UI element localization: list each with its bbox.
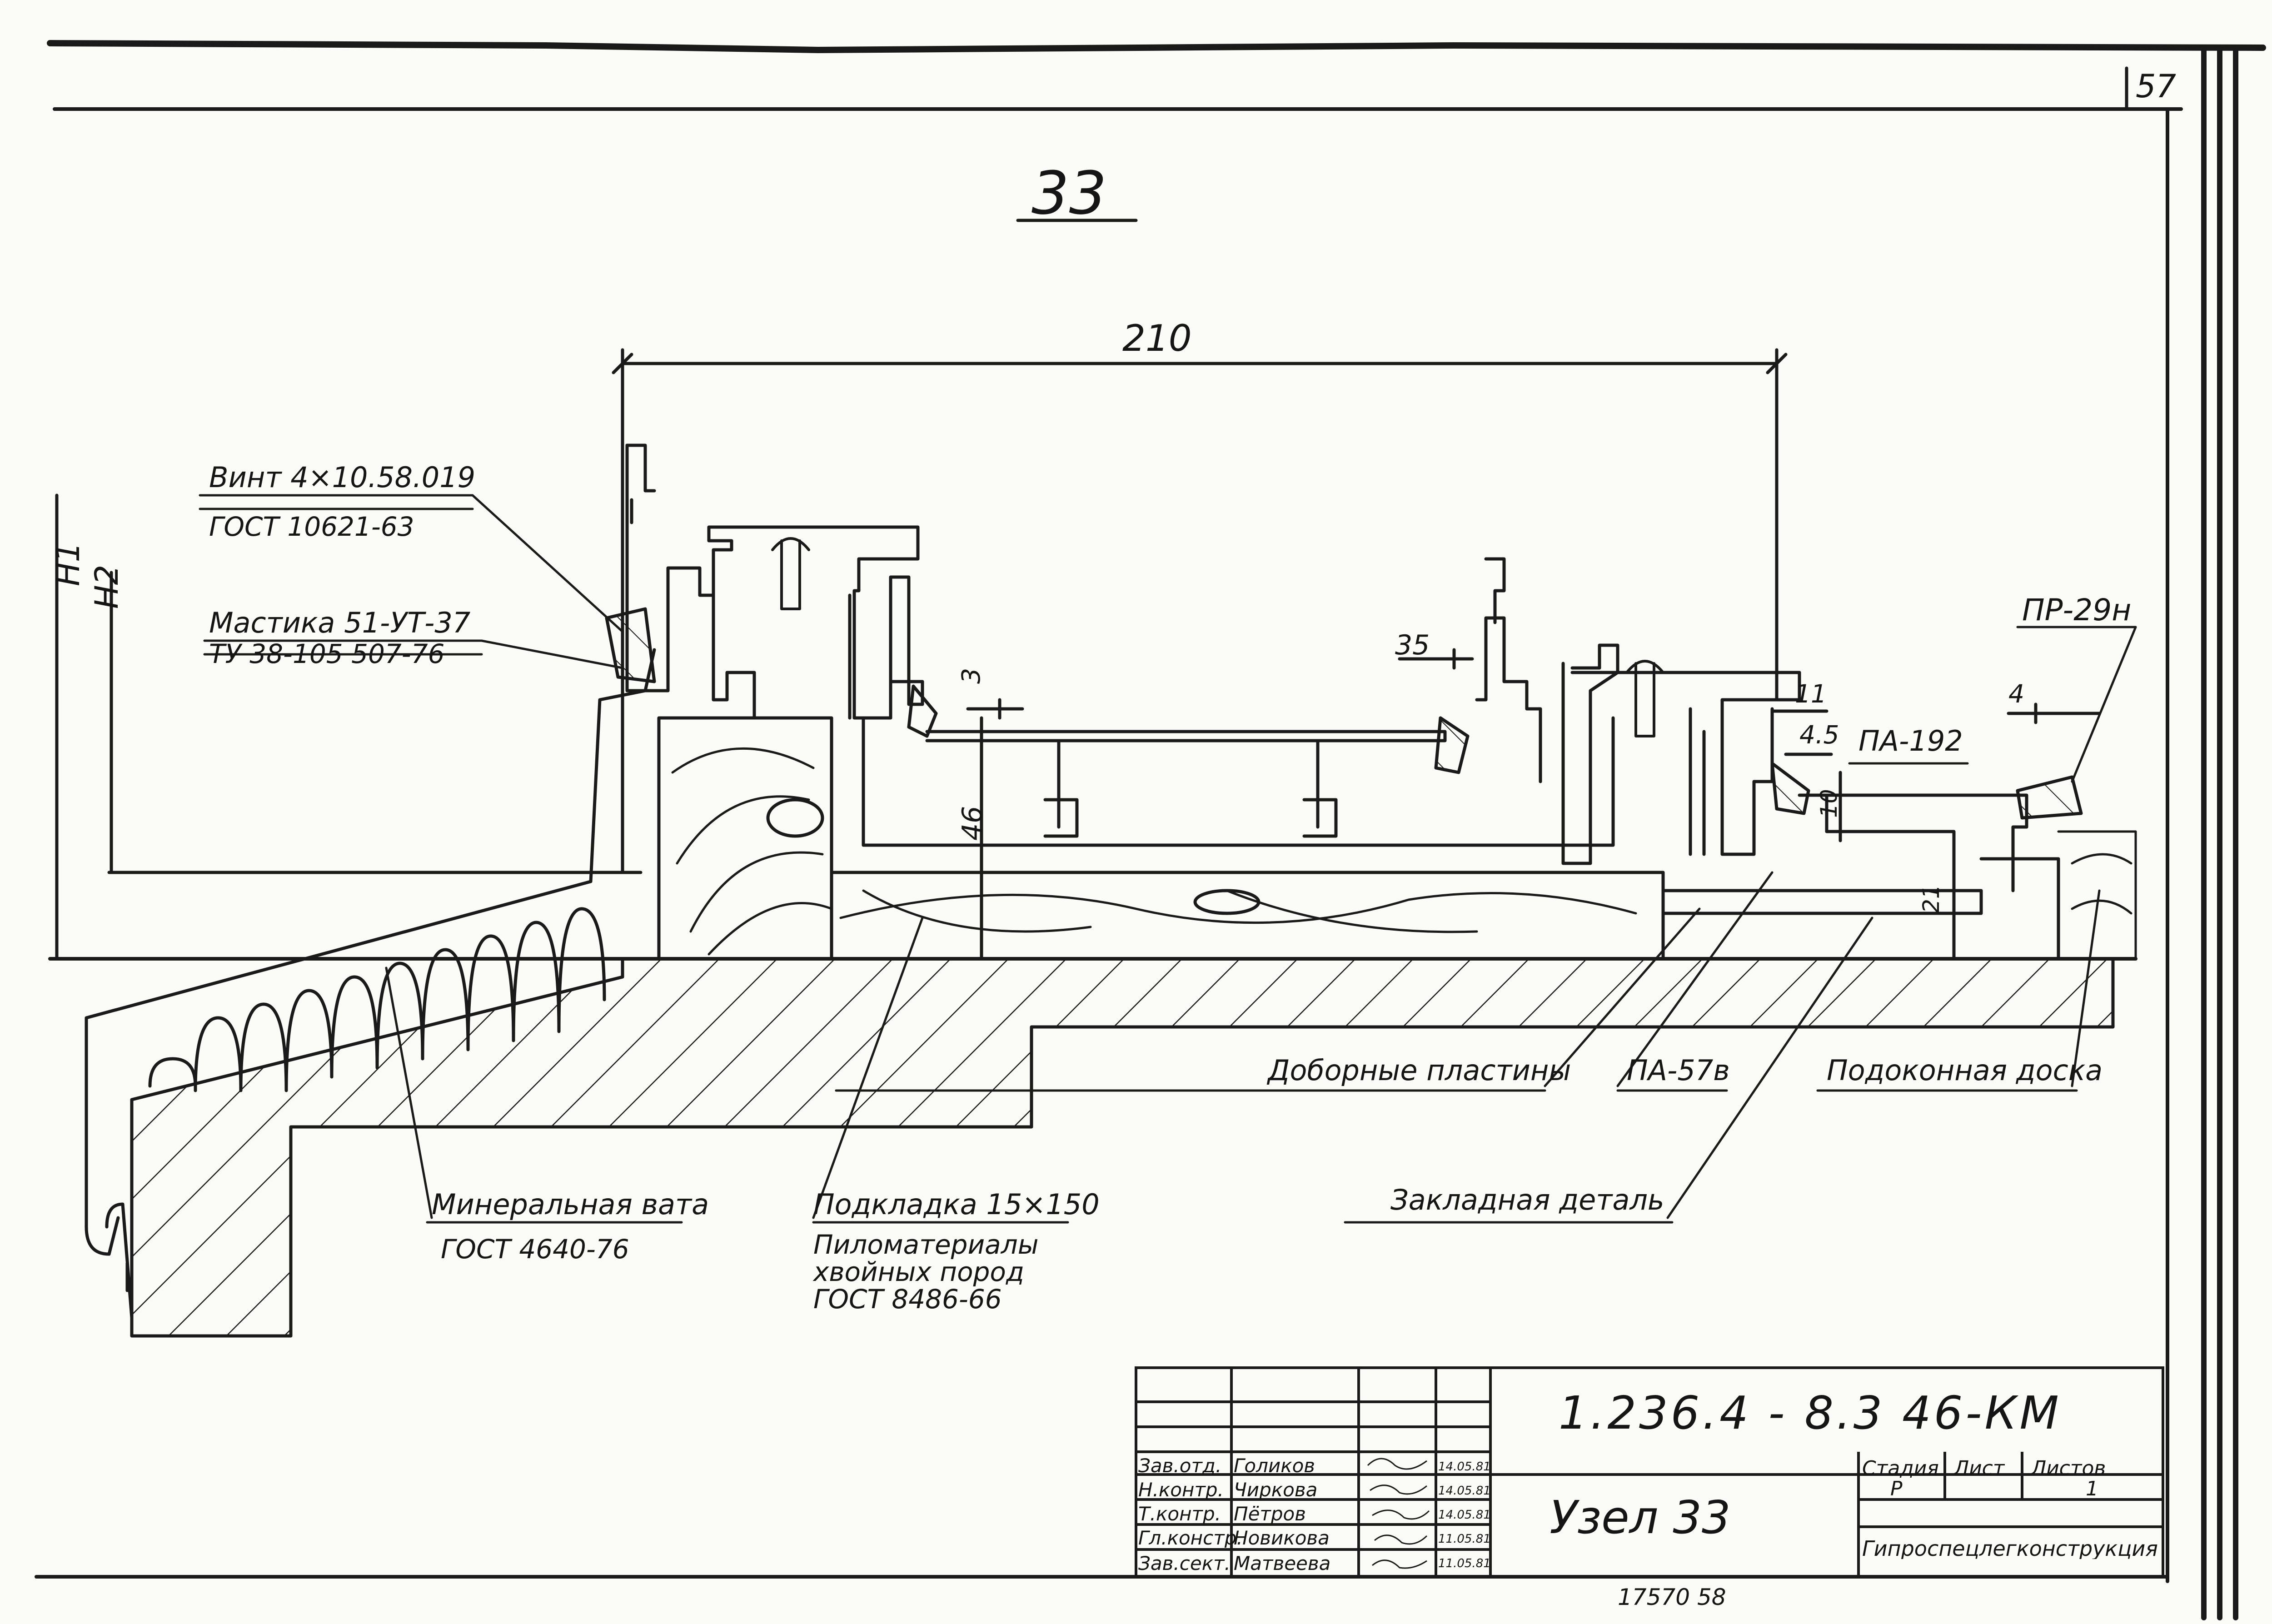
dim-11-label: 11 xyxy=(1795,679,1827,708)
callout-mastic: Мастика 51-УТ-37 xyxy=(209,606,471,639)
sheets-header: Листов xyxy=(2031,1459,2106,1479)
mastic-sill xyxy=(1770,762,1810,815)
top-scan-band xyxy=(47,40,2266,53)
wool-inner-flap xyxy=(105,1202,134,1320)
staff-date: 14.05.81 xyxy=(1438,1461,1491,1473)
callout-pr29: ПР-29н xyxy=(2022,593,2132,628)
right-sash-inner xyxy=(1689,707,1706,856)
wood-grain xyxy=(671,747,833,956)
staff-date: 14.05.81 xyxy=(1438,1485,1491,1497)
wood-pad xyxy=(830,871,1665,961)
dim-4 xyxy=(2007,702,2101,724)
page-number: 57 xyxy=(2136,68,2177,105)
detail-heading: 33 xyxy=(1031,159,1107,228)
callout-mineral-wool-std: ГОСТ 4640-76 xyxy=(441,1234,629,1265)
title-block xyxy=(1135,1366,2164,1578)
callout-screw: Винт 4×10.58.019 xyxy=(209,461,476,494)
staff-role: Т.контр. xyxy=(1138,1504,1221,1524)
callout-pa57: ПА-57в xyxy=(1627,1054,1730,1087)
callout-embedded-part: Закладная деталь xyxy=(1390,1183,1664,1216)
callout-mineral-wool: Минеральная вата xyxy=(432,1188,709,1221)
staff-date: 11.05.81 xyxy=(1438,1558,1491,1569)
leader-pr29 xyxy=(2016,626,2137,783)
dim-h2-label: H2 xyxy=(88,564,125,609)
callout-screw-std: ГОСТ 10621-63 xyxy=(209,511,414,542)
staff-role: Гл.констр. xyxy=(1138,1529,1243,1548)
sill-board-profile xyxy=(1798,793,2028,892)
staff-role: Зав.сект. xyxy=(1138,1554,1231,1573)
staff-date: 14.05.81 xyxy=(1438,1509,1491,1521)
label-underlines xyxy=(199,508,2078,1224)
staff-role: Н.контр. xyxy=(1138,1480,1224,1499)
leader-wool xyxy=(385,966,433,1219)
wood-block-left xyxy=(657,716,833,961)
sheet-header: Лист xyxy=(1954,1459,2005,1479)
staff-name: Пётров xyxy=(1234,1504,1306,1524)
left-frame-inner xyxy=(712,593,852,720)
dim-3-label: 3 xyxy=(957,668,986,684)
mastic-right xyxy=(1434,716,1470,774)
dim-210-ticks xyxy=(612,353,1788,374)
dim-35-label: 35 xyxy=(1395,629,1430,661)
organization: Гипроспецлегконструкция xyxy=(1862,1538,2158,1559)
staff-name: Чиркова xyxy=(1234,1480,1318,1499)
callout-pa192: ПА-192 xyxy=(1858,724,1963,757)
concrete-wall xyxy=(130,957,2115,1338)
staff-name: Голиков xyxy=(1234,1456,1315,1475)
dim-10-label: 10 xyxy=(1816,789,1842,818)
leader-sill xyxy=(2071,889,2101,1087)
dim-21-label: 21 xyxy=(1918,884,1944,913)
callout-pad: Подкладка 15×150 xyxy=(813,1188,1100,1221)
leader-extra-plates xyxy=(1544,907,1701,1087)
signature-marks xyxy=(1367,1458,1430,1569)
dim-35 xyxy=(1398,648,1474,670)
drawing-title: Узел 33 xyxy=(1550,1495,1731,1540)
callout-extra-plates: Доборные пластины xyxy=(1268,1054,1571,1087)
stage-value: Р xyxy=(1890,1479,1903,1499)
dim-46-label: 46 xyxy=(957,806,988,841)
sheets-value: 1 xyxy=(2086,1479,2098,1499)
wood-pad-knot xyxy=(1193,889,1261,915)
leader-embedded xyxy=(1666,917,1873,1219)
screw-left xyxy=(771,537,810,610)
left-frame-hook xyxy=(625,443,656,524)
leader-mastic xyxy=(203,639,624,669)
callout-pad-line2: хвойных пород xyxy=(813,1256,1024,1287)
staff-name: Новикова xyxy=(1234,1529,1330,1548)
mastic-end xyxy=(2016,775,2083,820)
sill-board-wood xyxy=(2057,830,2137,960)
frame-right-edge xyxy=(2201,47,2238,1620)
dim-3 xyxy=(966,698,1024,720)
callout-mastic-std: ТУ 38-105 507-76 xyxy=(209,638,445,669)
dim-4-5-label: 4.5 xyxy=(1799,720,1839,749)
leader-pad xyxy=(812,917,924,1219)
staff-date: 11.05.81 xyxy=(1438,1533,1491,1545)
wood-grain-knot xyxy=(766,798,824,838)
bottom-stamp: 17570 58 xyxy=(1618,1584,1726,1610)
staff-role: Зав.отд. xyxy=(1138,1456,1222,1475)
embedded-plate xyxy=(1661,857,2060,961)
leader-pa57 xyxy=(1616,871,1774,1087)
callout-pad-std: ГОСТ 8486-66 xyxy=(813,1284,1002,1315)
leader-screw xyxy=(199,494,624,633)
stage-header: Стадия xyxy=(1862,1459,1939,1479)
drawing-code: 1.236.4 - 8.3 46-КМ xyxy=(1559,1390,2062,1436)
staff-name: Матвеева xyxy=(1234,1554,1331,1573)
mastic-mid xyxy=(907,684,938,738)
dim-210-label: 210 xyxy=(1122,317,1192,359)
mastic-left xyxy=(605,607,656,683)
dim-4-label: 4 xyxy=(2008,679,2024,708)
right-sash-profile xyxy=(1475,557,1801,865)
screw-right xyxy=(1625,660,1664,737)
callout-sill-board: Подоконная доска xyxy=(1827,1054,2103,1087)
dim-h1-label: H1 xyxy=(50,542,87,586)
callout-pad-line1: Пиломатериалы xyxy=(813,1229,1039,1260)
dim-210-line xyxy=(621,348,1779,874)
left-frame-profile xyxy=(625,443,924,720)
